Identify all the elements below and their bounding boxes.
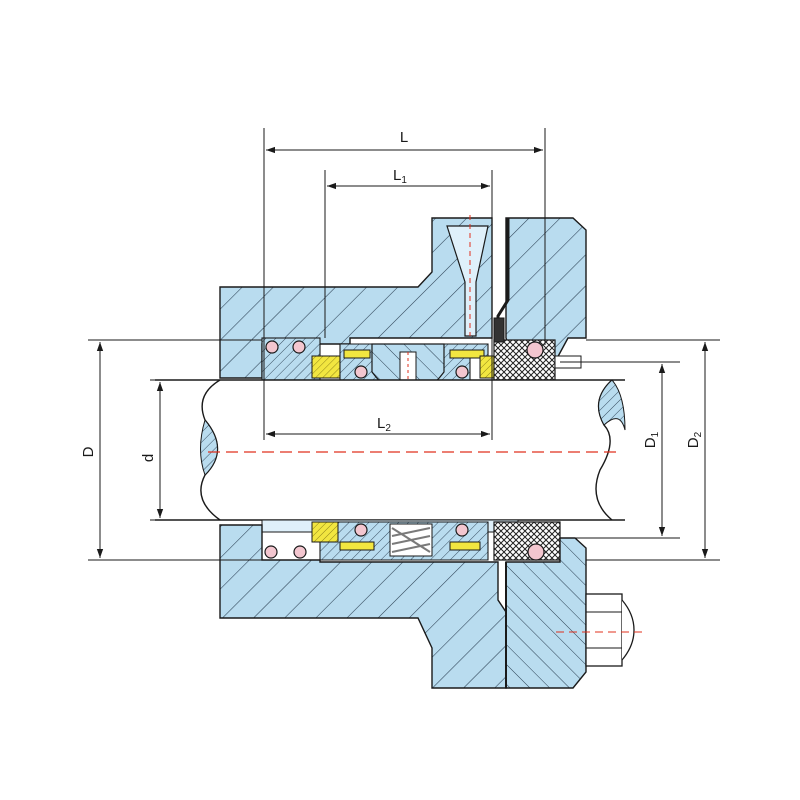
- flush-port: [446, 225, 489, 337]
- label-L2: L2: [377, 415, 391, 434]
- gland-nut: [556, 593, 646, 667]
- label-L1: L1: [393, 167, 407, 186]
- dimension-lines: [88, 128, 720, 561]
- label-D: D: [80, 446, 97, 457]
- lower-seal-assembly: [261, 519, 561, 561]
- label-L: L: [400, 129, 408, 146]
- label-D1: D1: [642, 431, 661, 448]
- lower-housing-left: [219, 524, 507, 689]
- label-D2: D2: [685, 431, 704, 448]
- lower-gland-right: [505, 537, 587, 689]
- label-d: d: [140, 454, 157, 462]
- shaft: [155, 379, 626, 521]
